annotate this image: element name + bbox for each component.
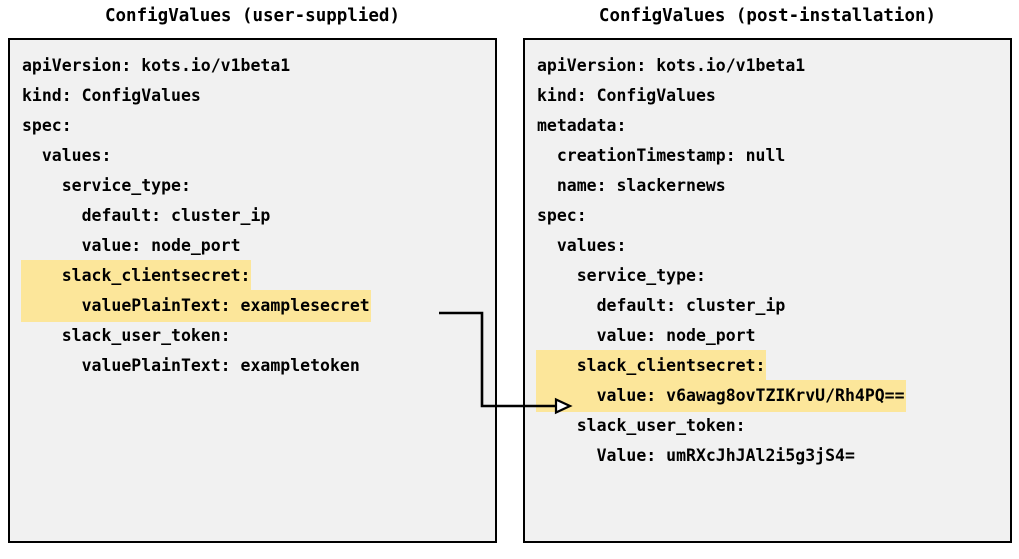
code-line-text: slack_clientsecret: (21, 260, 252, 292)
configvalues-post-installation-panel: ConfigValues (post-installation) apiVers… (523, 0, 1012, 559)
code-lines-post-installation: apiVersion: kots.io/v1beta1 kind: ConfigV… (536, 50, 1008, 470)
configvalues-user-supplied-panel: ConfigValues (user-supplied) apiVersion:… (8, 0, 497, 559)
code-line-text: values: (537, 236, 627, 255)
code-line-text: kind: ConfigValues (22, 86, 201, 105)
code-line: apiVersion: kots.io/v1beta1 (21, 50, 493, 80)
code-line: slack_clientsecret: (21, 260, 493, 292)
code-line-text: default: cluster_ip (537, 296, 786, 315)
code-line-text: slack_user_token: (22, 326, 231, 345)
code-line: slack_clientsecret: (536, 350, 1008, 382)
code-line: metadata: (536, 110, 1008, 140)
code-line-text: service_type: (22, 176, 191, 195)
code-line: spec: (536, 200, 1008, 230)
code-line: creationTimestamp: null (536, 140, 1008, 170)
code-line: slack_user_token: (21, 320, 493, 350)
code-box-user-supplied: apiVersion: kots.io/v1beta1 kind: ConfigV… (8, 38, 497, 543)
code-line-text: spec: (537, 206, 587, 225)
panel-title-post-installation: ConfigValues (post-installation) (598, 6, 937, 26)
code-line-text: default: cluster_ip (22, 206, 271, 225)
code-line-text: spec: (22, 116, 72, 135)
code-line: kind: ConfigValues (536, 80, 1008, 110)
code-line-text: value: node_port (537, 326, 756, 345)
code-line: value: v6awag8ovTZIKrvU/Rh4PQ== (536, 380, 1008, 412)
code-line-text: valuePlainText: exampletoken (22, 356, 360, 375)
code-line-text: values: (22, 146, 112, 165)
code-line: value: node_port (536, 320, 1008, 350)
code-line: slack_user_token: (536, 410, 1008, 440)
code-line: values: (21, 140, 493, 170)
code-line: valuePlainText: exampletoken (21, 350, 493, 380)
code-line: default: cluster_ip (21, 200, 493, 230)
code-line: apiVersion: kots.io/v1beta1 (536, 50, 1008, 80)
code-line: service_type: (21, 170, 493, 200)
code-line: value: node_port (21, 230, 493, 260)
code-line-text: value: v6awag8ovTZIKrvU/Rh4PQ== (536, 380, 906, 412)
code-line-text: kind: ConfigValues (537, 86, 716, 105)
code-lines-user-supplied: apiVersion: kots.io/v1beta1 kind: ConfigV… (21, 50, 493, 380)
code-line-text: slack_user_token: (537, 416, 746, 435)
code-line-text: value: node_port (22, 236, 241, 255)
code-line: spec: (21, 110, 493, 140)
code-line: service_type: (536, 260, 1008, 290)
code-line: kind: ConfigValues (21, 80, 493, 110)
code-line-text: creationTimestamp: null (537, 146, 786, 165)
code-line: default: cluster_ip (536, 290, 1008, 320)
code-line: Value: umRXcJhJAl2i5g3jS4= (536, 440, 1008, 470)
code-line: valuePlainText: examplesecret (21, 290, 493, 322)
code-line-text: metadata: (537, 116, 627, 135)
code-line-text: apiVersion: kots.io/v1beta1 (22, 56, 291, 75)
code-line-text: service_type: (537, 266, 706, 285)
code-line-text: apiVersion: kots.io/v1beta1 (537, 56, 806, 75)
code-box-post-installation: apiVersion: kots.io/v1beta1 kind: ConfigV… (523, 38, 1012, 543)
code-line-text: Value: umRXcJhJAl2i5g3jS4= (537, 446, 855, 465)
code-line: values: (536, 230, 1008, 260)
panel-title-user-supplied: ConfigValues (user-supplied) (104, 6, 400, 26)
code-line-text: slack_clientsecret: (536, 350, 767, 382)
code-line-text: name: slackernews (537, 176, 726, 195)
code-line: name: slackernews (536, 170, 1008, 200)
code-line-text: valuePlainText: examplesecret (21, 290, 371, 322)
